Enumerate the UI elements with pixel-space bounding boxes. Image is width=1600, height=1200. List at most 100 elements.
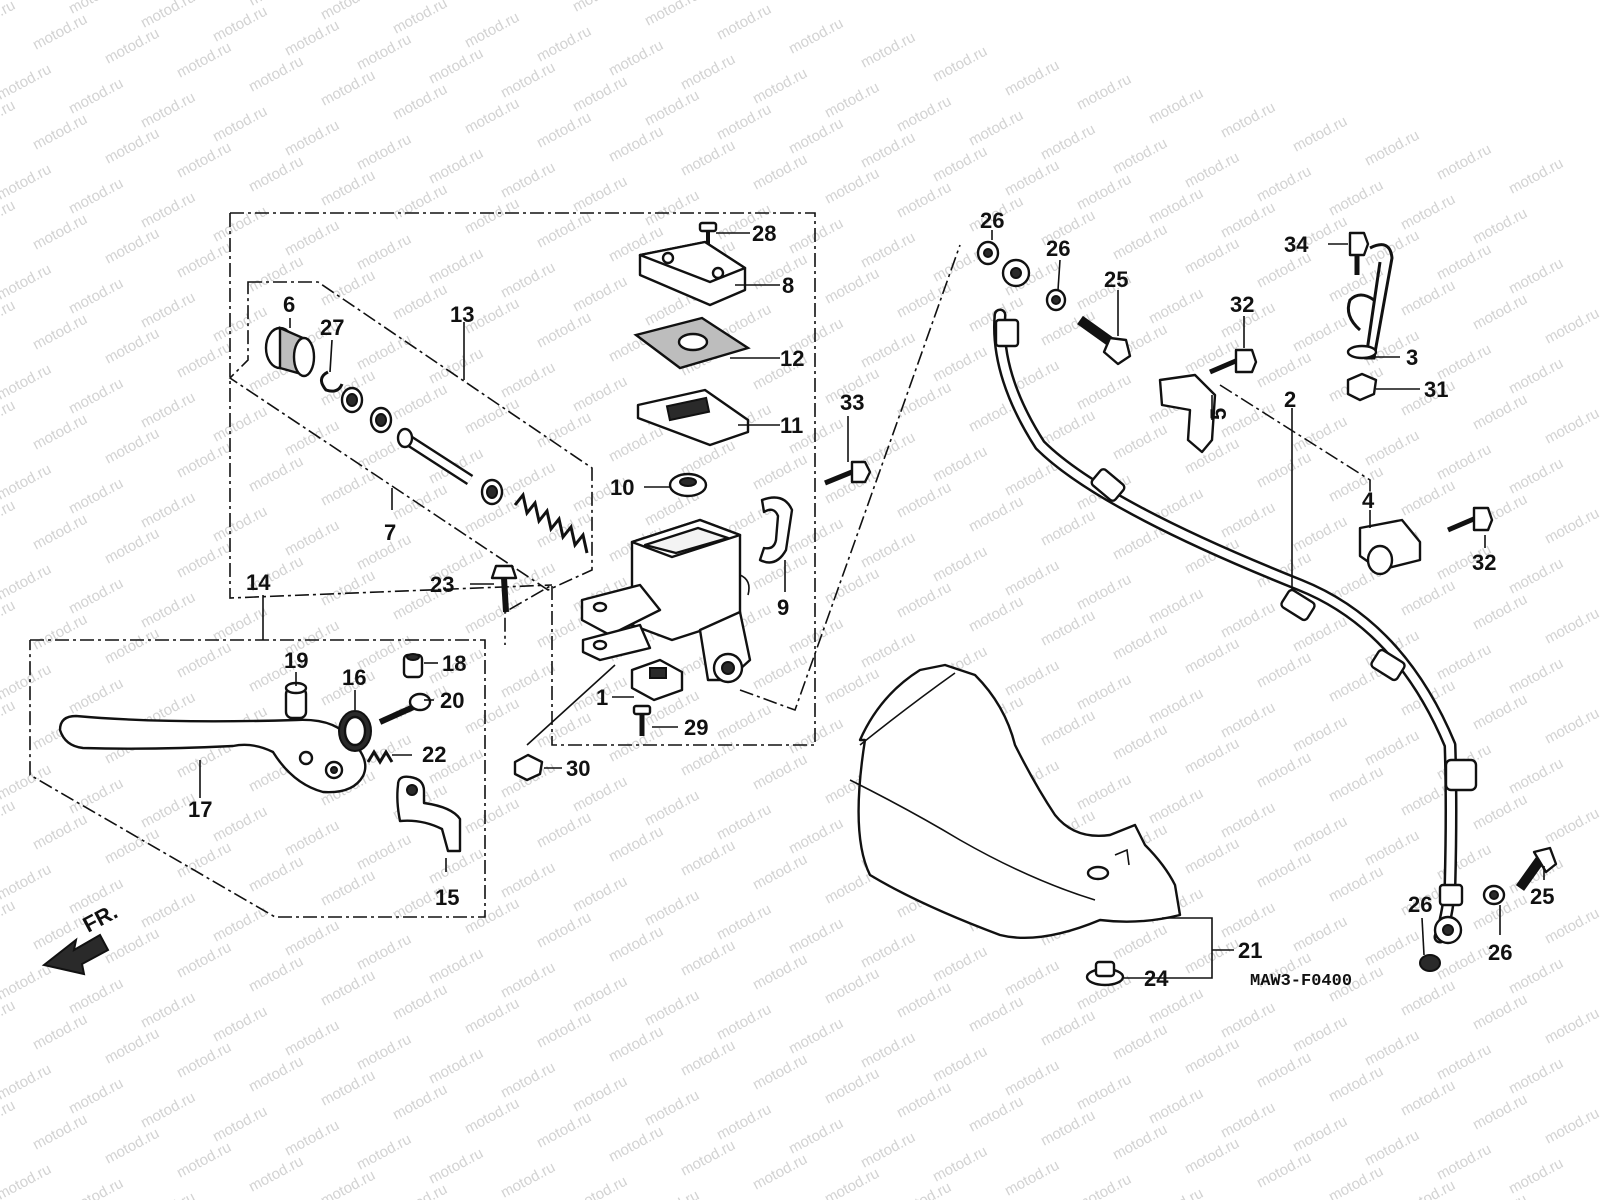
- watermark-text: motod.ru: [1254, 449, 1314, 492]
- watermark-text: motod.ru: [210, 103, 270, 146]
- watermark-text: motod.ru: [210, 603, 270, 646]
- watermark-text: motod.ru: [1362, 827, 1422, 870]
- watermark-text: motod.ru: [138, 989, 198, 1032]
- watermark-text: motod.ru: [1110, 1121, 1170, 1164]
- watermark-text: motod.ru: [282, 917, 342, 960]
- watermark-text: motod.ru: [1290, 313, 1350, 356]
- washer-26-mid: [1045, 288, 1067, 312]
- watermark-text: motod.ru: [1506, 1155, 1566, 1198]
- watermark-text: motod.ru: [0, 297, 18, 340]
- watermark-text: motod.ru: [66, 675, 126, 718]
- watermark-text: motod.ru: [1434, 141, 1494, 184]
- watermark-text: motod.ru: [1182, 1035, 1242, 1078]
- bracket-set-frame: [1219, 384, 1371, 492]
- bolt-20: [378, 692, 432, 725]
- watermark-text: motod.ru: [462, 95, 522, 138]
- piston-kit-frame: [228, 281, 593, 591]
- watermark-text: motod.ru: [210, 503, 270, 546]
- watermark-text: motod.ru: [462, 395, 522, 438]
- watermark-text: motod.ru: [498, 159, 558, 202]
- watermark-text: motod.ru: [426, 245, 486, 288]
- watermark-text: motod.ru: [930, 143, 990, 186]
- watermark-text: motod.ru: [750, 951, 810, 994]
- watermark-text: motod.ru: [426, 45, 486, 88]
- watermark-text: motod.ru: [714, 1101, 774, 1144]
- watermark-text: motod.ru: [462, 9, 522, 52]
- watermark-text: motod.ru: [534, 23, 594, 66]
- watermark-text: motod.ru: [1254, 163, 1314, 206]
- washer-26-low-left: [1419, 954, 1441, 972]
- callout-4: 4: [1362, 488, 1375, 513]
- watermark-text: motod.ru: [714, 701, 774, 744]
- callout-24: 24: [1144, 966, 1169, 991]
- watermark-text: motod.ru: [0, 797, 18, 840]
- watermark-text: motod.ru: [174, 539, 234, 582]
- hose-upper-eye: [994, 258, 1031, 348]
- watermark-text: motod.ru: [498, 1159, 558, 1200]
- watermark-text: motod.ru: [1146, 685, 1206, 728]
- watermark-text: motod.ru: [1362, 427, 1422, 470]
- watermark-text: motod.ru: [1362, 1027, 1422, 1070]
- watermark-text: motod.ru: [1290, 813, 1350, 856]
- watermark-text: motod.ru: [1362, 927, 1422, 970]
- watermark-text: motod.ru: [1326, 1163, 1386, 1200]
- watermark-text: motod.ru: [1254, 649, 1314, 692]
- watermark-text: motod.ru: [930, 943, 990, 986]
- watermark-text: motod.ru: [246, 153, 306, 196]
- watermark-text: motod.ru: [606, 423, 666, 466]
- watermark-text: motod.ru: [1506, 155, 1566, 198]
- watermark-text: motod.ru: [1362, 1127, 1422, 1170]
- watermark-text: motod.ru: [858, 1029, 918, 1072]
- callout-14: 14: [246, 570, 271, 595]
- watermark-text: motod.ru: [0, 197, 18, 240]
- watermark-text: motod.ru: [1218, 899, 1278, 942]
- watermark-text: motod.ru: [750, 451, 810, 494]
- watermark-text: motod.ru: [1038, 607, 1098, 650]
- watermark-text: motod.ru: [786, 215, 846, 258]
- watermark-text: motod.ru: [462, 195, 522, 238]
- bolt-32-top: [1209, 348, 1258, 375]
- watermark-text: motod.ru: [138, 289, 198, 332]
- watermark-text: motod.ru: [750, 151, 810, 194]
- watermark-text: motod.ru: [858, 329, 918, 372]
- watermark-text: motod.ru: [1542, 405, 1600, 448]
- watermark-text: motod.ru: [1110, 921, 1170, 964]
- watermark-text: motod.ru: [1326, 863, 1386, 906]
- watermark-text: motod.ru: [354, 131, 414, 174]
- watermark-text: motod.ru: [0, 697, 18, 740]
- watermark-text: motod.ru: [1038, 121, 1098, 164]
- watermark-text: motod.ru: [570, 373, 630, 416]
- watermark-text: motod.ru: [30, 211, 90, 254]
- watermark-text: motod.ru: [1290, 113, 1350, 156]
- watermark-text: motod.ru: [606, 123, 666, 166]
- nut-31: [1346, 372, 1378, 402]
- watermark-text: motod.ru: [930, 543, 990, 586]
- watermark-text: motod.ru: [318, 867, 378, 910]
- watermark-text: motod.ru: [894, 379, 954, 422]
- watermark-text: motod.ru: [1470, 1091, 1530, 1134]
- watermark-text: motod.ru: [1074, 571, 1134, 614]
- callout-31: 31: [1424, 377, 1448, 402]
- watermark-text: motod.ru: [1470, 791, 1530, 834]
- watermark-text: motod.ru: [642, 987, 702, 1030]
- watermark-text: motod.ru: [1434, 641, 1494, 684]
- watermark-text: motod.ru: [966, 107, 1026, 150]
- callout-26-mid: 26: [1046, 236, 1070, 261]
- master-cylinder-parts: [490, 221, 872, 782]
- watermark-text: motod.ru: [30, 111, 90, 154]
- washer-26-top: [976, 240, 1000, 266]
- watermark-text: motod.ru: [1110, 621, 1170, 664]
- watermark-text: motod.ru: [1182, 635, 1242, 678]
- watermark-text: motod.ru: [570, 873, 630, 916]
- watermark-text: motod.ru: [750, 1151, 810, 1194]
- watermark-text: motod.ru: [390, 981, 450, 1024]
- watermark-text: motod.ru: [1326, 1063, 1386, 1106]
- watermark-text: motod.ru: [1470, 991, 1530, 1034]
- watermark-text: motod.ru: [1434, 1141, 1494, 1184]
- watermark-text: motod.ru: [138, 889, 198, 932]
- leader-lines: [199, 230, 1545, 979]
- watermark-text: motod.ru: [282, 17, 342, 60]
- watermark-text: motod.ru: [102, 525, 162, 568]
- watermark-text: motod.ru: [1110, 1021, 1170, 1064]
- watermark-text: motod.ru: [0, 0, 18, 40]
